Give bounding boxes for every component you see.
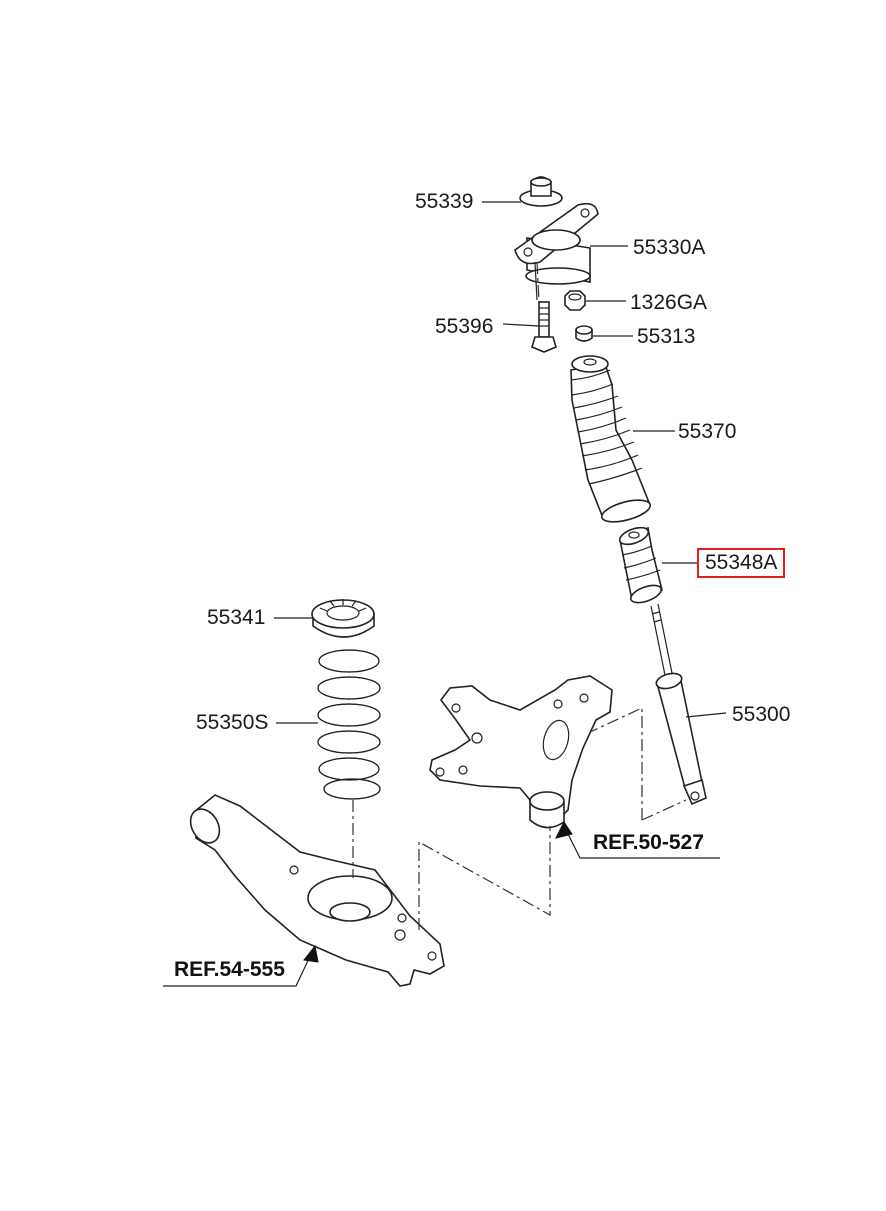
label-55341[interactable]: 55341 [207, 606, 266, 629]
label-55348A-highlighted[interactable]: 55348A [697, 548, 786, 578]
part-55330A-mount-bracket[interactable] [514, 202, 599, 301]
part-55396-bolt[interactable] [531, 301, 557, 353]
label-55330A[interactable]: 55330A [633, 236, 706, 259]
alignment-lines [352, 261, 687, 930]
label-1326GA[interactable]: 1326GA [630, 291, 708, 314]
label-55396[interactable]: 55396 [435, 315, 494, 338]
lower-arm-ref-54-555[interactable] [185, 794, 445, 987]
ref-label-50-527[interactable]: REF.50-527 [593, 831, 704, 854]
ref-label-54-555[interactable]: REF.54-555 [174, 958, 285, 981]
label-55300[interactable]: 55300 [732, 703, 791, 726]
part-55339-dust-cap[interactable] [519, 176, 563, 207]
label-55339[interactable]: 55339 [415, 190, 474, 213]
part-55370-dust-cover[interactable] [570, 355, 652, 526]
knuckle-ref-50-527[interactable] [429, 675, 613, 829]
label-55370[interactable]: 55370 [678, 420, 737, 443]
label-55350S[interactable]: 55350S [196, 711, 269, 734]
part-55313-washer[interactable] [575, 325, 593, 342]
leader-lines [163, 201, 727, 987]
part-55300-shock-absorber[interactable] [650, 603, 707, 806]
label-55313[interactable]: 55313 [637, 325, 696, 348]
part-55341-spring-pad[interactable] [311, 599, 375, 638]
part-1326GA-nut[interactable] [564, 290, 586, 311]
part-55350S-coil-spring[interactable] [317, 649, 381, 800]
part-55348A-bump-stopper[interactable] [618, 524, 664, 606]
